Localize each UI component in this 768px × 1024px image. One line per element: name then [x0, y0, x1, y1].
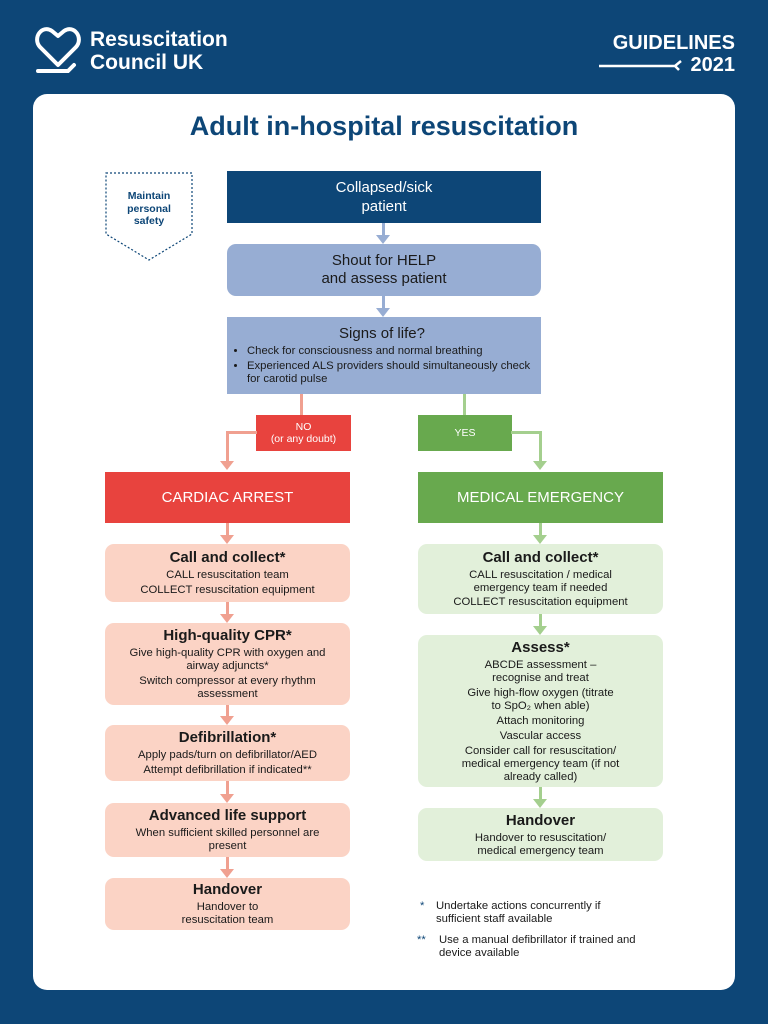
left-arrow	[220, 869, 234, 878]
no-connector-horz	[226, 431, 257, 434]
right-arrow	[533, 535, 547, 544]
step-title: Advanced life support	[148, 807, 307, 824]
logo-line2: Council UK	[90, 51, 204, 74]
right-step-assess: Assess* ABCDE assessment – recognise and…	[418, 635, 663, 787]
yes-label: YES	[454, 427, 476, 439]
left-connector	[226, 523, 229, 535]
collapsed-patient-text: Collapsed/sick patient	[335, 179, 433, 215]
shout-help-line1: Shout for HELP	[331, 252, 437, 269]
footnote-mark: *	[420, 900, 425, 912]
yes-arrow	[533, 461, 547, 470]
step-line: Handover to resuscitation/ medical emerg…	[474, 831, 607, 857]
footnote: * Undertake actions concurrently if suff…	[420, 900, 650, 926]
footnote-text: Undertake actions concurrently if suffic…	[436, 900, 601, 925]
safety-shape	[105, 172, 193, 261]
left-connector	[226, 602, 229, 614]
yes-badge: YES	[418, 415, 512, 451]
arrow-2	[376, 308, 390, 317]
yes-connector-vert	[463, 394, 466, 416]
logo-text: Resuscitation Council UK	[90, 28, 228, 74]
guidelines-year: 2021	[690, 54, 736, 76]
right-arrow	[533, 626, 547, 635]
shout-help-line2: and assess patient	[321, 270, 447, 287]
left-step-cpr: High-quality CPR* Give high-quality CPR …	[105, 623, 350, 705]
left-arrow	[220, 794, 234, 803]
safety-text: Maintain personal safety	[127, 190, 171, 227]
safety-badge: Maintain personal safety	[105, 172, 193, 262]
left-step-call-collect: Call and collect* CALL resuscitation tea…	[105, 544, 350, 602]
signs-of-life-title: Signs of life?	[339, 325, 425, 342]
step-line: CALL resuscitation team	[166, 569, 289, 581]
footnote: ** Use a manual defibrillator if trained…	[417, 934, 650, 960]
signs-of-life-list: Check for consciousness and normal breat…	[233, 345, 531, 386]
step-title: Handover	[192, 881, 263, 898]
signs-bullet: Experienced ALS providers should simulta…	[247, 360, 531, 386]
guidelines-label: GUIDELINES	[612, 32, 735, 54]
step-title: Call and collect*	[169, 549, 286, 566]
left-connector	[226, 705, 229, 716]
medical-emergency-header: MEDICAL EMERGENCY	[418, 472, 663, 523]
medical-emergency-label: MEDICAL EMERGENCY	[457, 489, 624, 506]
left-step-handover: Handover Handover to resuscitation team	[105, 878, 350, 930]
step-line: ABCDE assessment – recognise and treat	[484, 658, 597, 684]
connector-2	[382, 296, 385, 308]
right-connector	[539, 787, 542, 799]
right-step-call-collect: Call and collect* CALL resuscitation / m…	[418, 544, 663, 614]
left-arrow	[220, 535, 234, 544]
yes-connector-horz	[511, 431, 542, 434]
check-underline-icon	[598, 60, 682, 71]
cardiac-arrest-header: CARDIAC ARREST	[105, 472, 350, 523]
no-connector-vert	[300, 394, 303, 416]
shout-help-box: Shout for HELP and assess patient	[227, 244, 541, 296]
page-title: Adult in-hospital resuscitation	[189, 111, 579, 141]
right-arrow	[533, 799, 547, 808]
left-arrow	[220, 716, 234, 725]
no-arrow	[220, 461, 234, 470]
step-line: Give high-quality CPR with oxygen and ai…	[129, 647, 326, 672]
signs-of-life-box: Signs of life? Check for consciousness a…	[227, 317, 541, 394]
step-line: CALL resuscitation / medical emergency t…	[469, 569, 612, 594]
connector-1	[382, 223, 385, 235]
footnote-text: Use a manual defibrillator if trained an…	[439, 934, 636, 959]
left-arrow	[220, 614, 234, 623]
no-label-sub: (or any doubt)	[270, 433, 337, 445]
no-label: NO	[295, 421, 312, 433]
yes-connector-down	[539, 431, 542, 461]
step-line: Apply pads/turn on defibrillator/AED	[138, 749, 317, 761]
signs-bullet: Check for consciousness and normal breat…	[247, 345, 531, 358]
step-title: Call and collect*	[482, 549, 599, 566]
no-badge: NO (or any doubt)	[256, 415, 351, 451]
step-line: COLLECT resuscitation equipment	[453, 596, 628, 608]
step-line: Handover to resuscitation team	[181, 901, 274, 926]
collapsed-patient-box: Collapsed/sick patient	[227, 171, 541, 223]
step-title: High-quality CPR*	[163, 627, 292, 644]
step-line: Switch compressor at every rhythm assess…	[139, 675, 316, 700]
logo	[34, 25, 82, 75]
step-line: COLLECT resuscitation equipment	[140, 584, 315, 596]
step-title: Handover	[505, 811, 576, 829]
step-line: Attach monitoring	[496, 714, 585, 727]
step-title: Defibrillation*	[178, 729, 277, 746]
step-line: Give high-flow oxygen (titrate to SpO₂ w…	[467, 686, 614, 712]
step-line: Consider call for resuscitation/ medical…	[461, 744, 620, 783]
right-connector	[539, 614, 542, 626]
step-line: When sufficient skilled personnel are pr…	[135, 827, 320, 852]
no-connector-down	[226, 431, 229, 461]
guidelines-badge: GUIDELINES 2021	[590, 32, 735, 76]
step-line: Vascular access	[499, 729, 582, 742]
left-connector	[226, 857, 229, 869]
footnote-mark: **	[417, 934, 426, 946]
right-step-handover: Handover Handover to resuscitation/ medi…	[418, 808, 663, 861]
step-title: Assess*	[511, 638, 570, 656]
step-line: Attempt defibrillation if indicated**	[143, 764, 312, 776]
left-connector	[226, 781, 229, 794]
heart-logo-icon	[35, 27, 81, 73]
left-step-als: Advanced life support When sufficient sk…	[105, 803, 350, 857]
arrow-1	[376, 235, 390, 244]
left-step-defibrillation: Defibrillation* Apply pads/turn on defib…	[105, 725, 350, 781]
right-connector	[539, 523, 542, 535]
logo-line1: Resuscitation	[90, 28, 228, 51]
cardiac-arrest-label: CARDIAC ARREST	[161, 489, 294, 506]
